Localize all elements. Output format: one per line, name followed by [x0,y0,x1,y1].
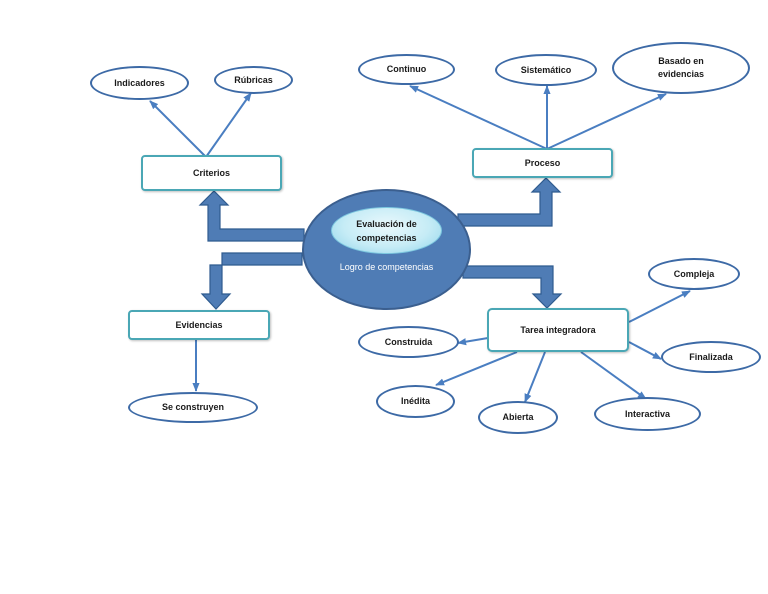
node-construida: Construida [358,326,459,358]
node-proceso: Proceso [472,148,613,178]
arrow-tarea-construida [457,337,489,346]
block-arrow-to-criterios [198,190,305,242]
node-compleja: Compleja [648,258,740,290]
arrow-tarea-finalizada [628,341,662,360]
node-tarea-integradora: Tarea integradora [487,308,629,352]
arrow-tarea-inedita [435,351,518,386]
node-criterios: Criterios [141,155,282,191]
center-title: Evaluación de competencias [331,207,442,254]
node-basado-line1: Basado en [658,56,704,66]
arrow-tarea-compleja [628,290,691,323]
node-rubricas: Rúbricas [214,66,293,94]
node-evidencias: Evidencias [128,310,270,340]
node-basado-evidencias: Basado en evidencias [612,42,750,94]
node-basado-line2: evidencias [657,69,705,79]
node-sistematico: Sistemático [495,54,597,86]
node-indicadores: Indicadores [90,66,189,100]
node-abierta: Abierta [478,401,558,434]
node-se-construyen: Se construyen [128,392,258,423]
block-arrow-to-proceso [457,177,562,227]
arrow-proceso-basado [546,93,667,150]
center-subtitle: Logro de competencias [339,262,434,272]
block-arrow-to-tarea [462,265,563,309]
arrow-tarea-interactiva [580,351,647,400]
block-arrow-to-evidencias [200,252,303,310]
arrow-proceso-continuo [409,85,548,150]
center-title-line2: competencias [356,232,417,243]
node-interactiva: Interactiva [594,397,701,431]
node-inedita: Inédita [376,385,455,418]
arrow-criterios-rubricas [205,92,252,158]
node-continuo: Continuo [358,54,455,85]
node-finalizada: Finalizada [661,341,761,373]
arrow-tarea-abierta [524,351,546,403]
center-title-line1: Evaluación de [356,218,417,229]
arrow-criterios-indicadores [149,100,207,158]
